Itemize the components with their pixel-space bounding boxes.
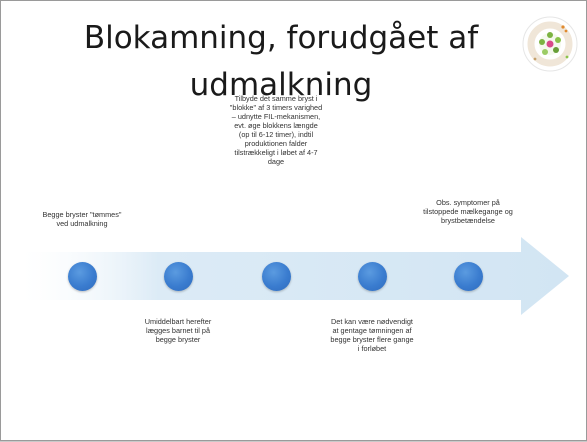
timeline-node-3 bbox=[261, 261, 291, 291]
timeline-node-1 bbox=[67, 261, 97, 291]
organization-seal-logo bbox=[521, 15, 579, 73]
timeline-step-text-5: Obs. symptomer på tilstoppede mælkegange… bbox=[423, 198, 513, 225]
timeline-step-text-2: Umiddelbart herefter lægges barnet til p… bbox=[144, 317, 212, 344]
timeline-node-5 bbox=[453, 261, 483, 291]
timeline-step-text-3: Tilbyde det samme bryst i "blokke" af 3 … bbox=[229, 94, 323, 166]
timeline-step-text-1: Begge bryster "tømmes" ved udmalkning bbox=[42, 210, 122, 228]
timeline-node-2 bbox=[163, 261, 193, 291]
timeline-step-text-4: Det kan være nødvendigt at gentage tømni… bbox=[330, 317, 414, 353]
slide-title: Blokamning, forudgået af udmalkning bbox=[83, 20, 479, 103]
timeline-node-4 bbox=[357, 261, 387, 291]
